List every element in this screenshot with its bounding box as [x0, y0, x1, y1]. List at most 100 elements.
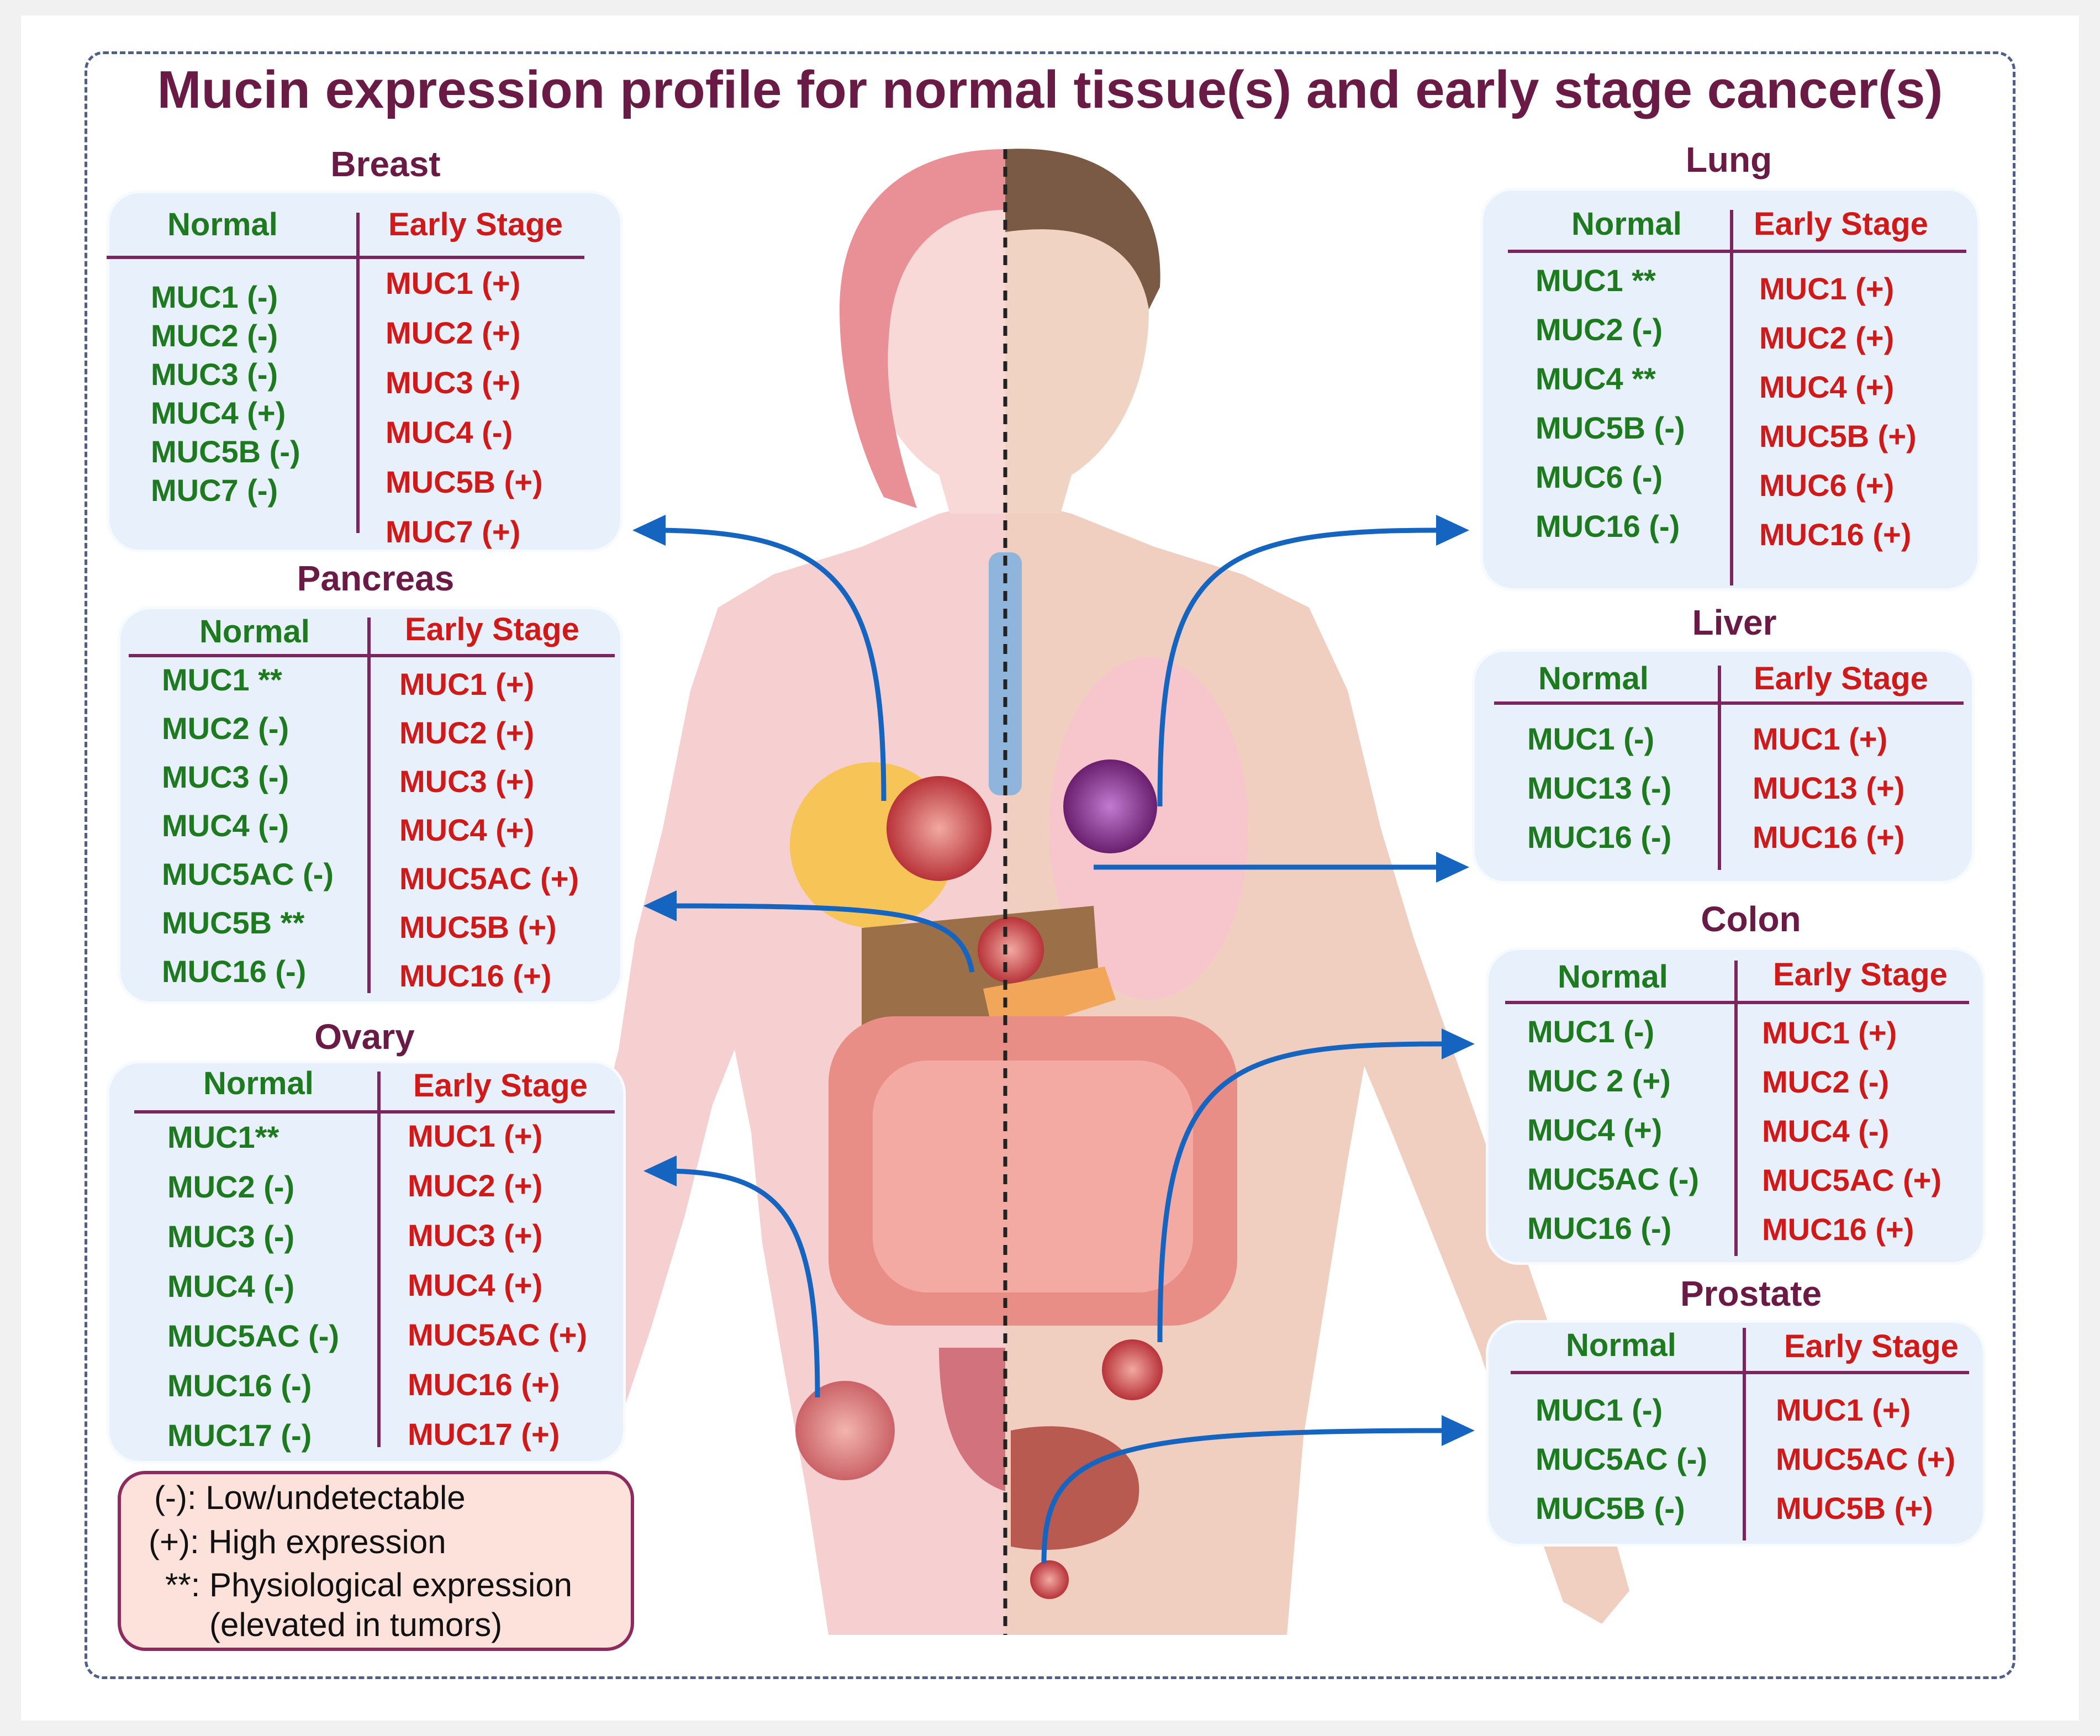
lung-header-rule — [1508, 250, 1966, 253]
lung-normal-item: MUC16 (-) — [1536, 509, 1680, 544]
pancreas-early-item: MUC1 (+) — [399, 667, 535, 701]
breast-normal-item: MUC4 (+) — [151, 395, 286, 430]
legend-double-star-note: (elevated in tumors) — [209, 1606, 503, 1643]
colon-arrowhead — [1442, 1028, 1475, 1059]
colon-early-item: MUC5AC (+) — [1762, 1163, 1942, 1197]
ovary-normal-item: MUC17 (-) — [167, 1418, 312, 1453]
liver-normal-header: Normal — [1538, 661, 1649, 696]
pancreas-column-rule — [367, 618, 371, 993]
female-hair — [840, 149, 1005, 508]
pancreas-early-item: MUC5AC (+) — [399, 861, 579, 896]
ovary-early-item: MUC17 (+) — [408, 1417, 560, 1452]
prostate-normal-item: MUC5B (-) — [1536, 1491, 1685, 1526]
lung-early-item: MUC2 (+) — [1759, 320, 1895, 355]
liver-early-item: MUC1 (+) — [1753, 721, 1888, 756]
lung-normal-header: Normal — [1571, 206, 1682, 242]
liver-normal-item: MUC1 (-) — [1527, 721, 1655, 756]
lung-normal-item: MUC6 (-) — [1536, 460, 1663, 494]
breast-normal-item: MUC5B (-) — [151, 434, 300, 469]
breast-normal-header: Normal — [167, 207, 278, 242]
prostate-normal-item: MUC5AC (-) — [1536, 1442, 1708, 1476]
liver-title: Liver — [1692, 603, 1777, 642]
ovary-early-item: MUC1 (+) — [408, 1118, 543, 1153]
breast-normal-item: MUC1 (-) — [151, 279, 278, 314]
prostate-normal-item: MUC1 (-) — [1536, 1392, 1663, 1427]
pancreas-normal-item: MUC4 (-) — [162, 808, 289, 843]
lung-title: Lung — [1685, 140, 1772, 180]
lung-early-item: MUC4 (+) — [1759, 370, 1895, 404]
prostate-early-item: MUC5B (+) — [1776, 1491, 1933, 1526]
ovary-tumor — [795, 1381, 895, 1480]
breast-arrowhead — [632, 515, 666, 546]
pancreas-early-item: MUC16 (+) — [399, 958, 552, 993]
colon-early-item: MUC4 (-) — [1762, 1114, 1890, 1148]
breast-column-rule — [356, 213, 360, 533]
ovary-arrowhead — [643, 1155, 677, 1186]
liver-column-rule — [1718, 666, 1721, 870]
colon-normal-header: Normal — [1558, 959, 1668, 995]
prostate-normal-header: Normal — [1566, 1327, 1676, 1363]
ovary-normal-item: MUC5AC (-) — [167, 1318, 340, 1353]
lung-normal-item: MUC2 (-) — [1536, 312, 1663, 347]
pancreas-normal-header: Normal — [199, 614, 310, 650]
ovary-early-item: MUC3 (+) — [408, 1218, 543, 1253]
liver-arrowhead — [1436, 852, 1469, 883]
pancreas-panel: Normal Early Stage MUC1 ** MUC2 (-) MUC3… — [118, 606, 623, 1004]
ovary-normal-item: MUC4 (-) — [167, 1269, 295, 1304]
prostate-early-item: MUC1 (+) — [1776, 1392, 1911, 1427]
breast-normal-item: MUC3 (-) — [151, 357, 278, 392]
colon-early-item: MUC2 (-) — [1762, 1064, 1890, 1099]
breast-early-item: MUC3 (+) — [386, 365, 521, 400]
breast-early-item: MUC5B (+) — [386, 465, 543, 499]
lung-arrowhead — [1436, 515, 1469, 546]
ovary-title: Ovary — [314, 1017, 415, 1057]
prostate-early-header: Early Stage — [1784, 1328, 1959, 1364]
legend-double-star: **: Physiological expression — [165, 1566, 573, 1603]
colon-arrow — [1157, 1041, 1442, 1343]
pancreas-normal-item: MUC16 (-) — [162, 954, 307, 989]
prostate-title: Prostate — [1680, 1274, 1822, 1313]
breast-panel: Normal Early Stage MUC1 (-) MUC2 (-) MUC… — [107, 191, 623, 552]
pancreas-normal-item: MUC1 ** — [162, 662, 282, 697]
ovary-arrow — [662, 1168, 820, 1398]
pancreas-early-item: MUC5B (+) — [399, 910, 557, 944]
pancreas-normal-item: MUC3 (-) — [162, 759, 289, 794]
ovary-normal-header: Normal — [203, 1065, 314, 1101]
pancreas-arrow — [662, 903, 975, 973]
colon-title: Colon — [1701, 899, 1801, 939]
colon-column-rule — [1734, 961, 1738, 1256]
liver-normal-item: MUC16 (-) — [1527, 820, 1672, 854]
breast-early-item: MUC7 (+) — [386, 514, 521, 549]
prostate-header-rule — [1511, 1371, 1969, 1374]
pancreas-arrowhead — [643, 890, 677, 921]
liver-panel: Normal Early Stage MUC1 (-) MUC13 (-) MU… — [1472, 649, 1975, 884]
ovary-column-rule — [377, 1072, 381, 1447]
liver-tumor — [978, 917, 1044, 983]
breast-arrow — [651, 527, 887, 801]
lung-normal-item: MUC5B (-) — [1536, 410, 1685, 445]
ovary-early-item: MUC5AC (+) — [408, 1317, 588, 1352]
arrowheads — [632, 515, 1475, 1446]
liver-early-item: MUC16 (+) — [1753, 820, 1905, 854]
colon-normal-item: MUC 2 (+) — [1527, 1063, 1671, 1098]
colon-early-item: MUC1 (+) — [1762, 1015, 1897, 1050]
prostate-column-rule — [1743, 1328, 1746, 1540]
connector-arrows — [651, 527, 1442, 1564]
colon-early-item: MUC16 (+) — [1762, 1212, 1914, 1247]
pancreas-early-item: MUC4 (+) — [399, 812, 535, 847]
lung-tumor — [1063, 759, 1157, 853]
ovary-normal-item: MUC3 (-) — [167, 1219, 295, 1254]
ovary-early-item: MUC2 (+) — [408, 1168, 543, 1203]
breast-early-header: Early Stage — [388, 207, 563, 242]
lung-early-item: MUC5B (+) — [1759, 419, 1917, 453]
lung-early-item: MUC6 (+) — [1759, 468, 1895, 503]
figure-title: Mucin expression profile for normal tiss… — [157, 60, 1943, 119]
lung-normal-item: MUC1 ** — [1536, 263, 1656, 298]
breast-early-item: MUC4 (-) — [386, 415, 513, 450]
lung-column-rule — [1730, 210, 1733, 585]
pancreas-title: Pancreas — [297, 558, 455, 598]
ovary-early-item: MUC16 (+) — [408, 1367, 560, 1402]
ovary-header-rule — [134, 1110, 615, 1114]
lung-panel: Normal Early Stage MUC1 ** MUC2 (-) MUC4… — [1480, 188, 1980, 591]
